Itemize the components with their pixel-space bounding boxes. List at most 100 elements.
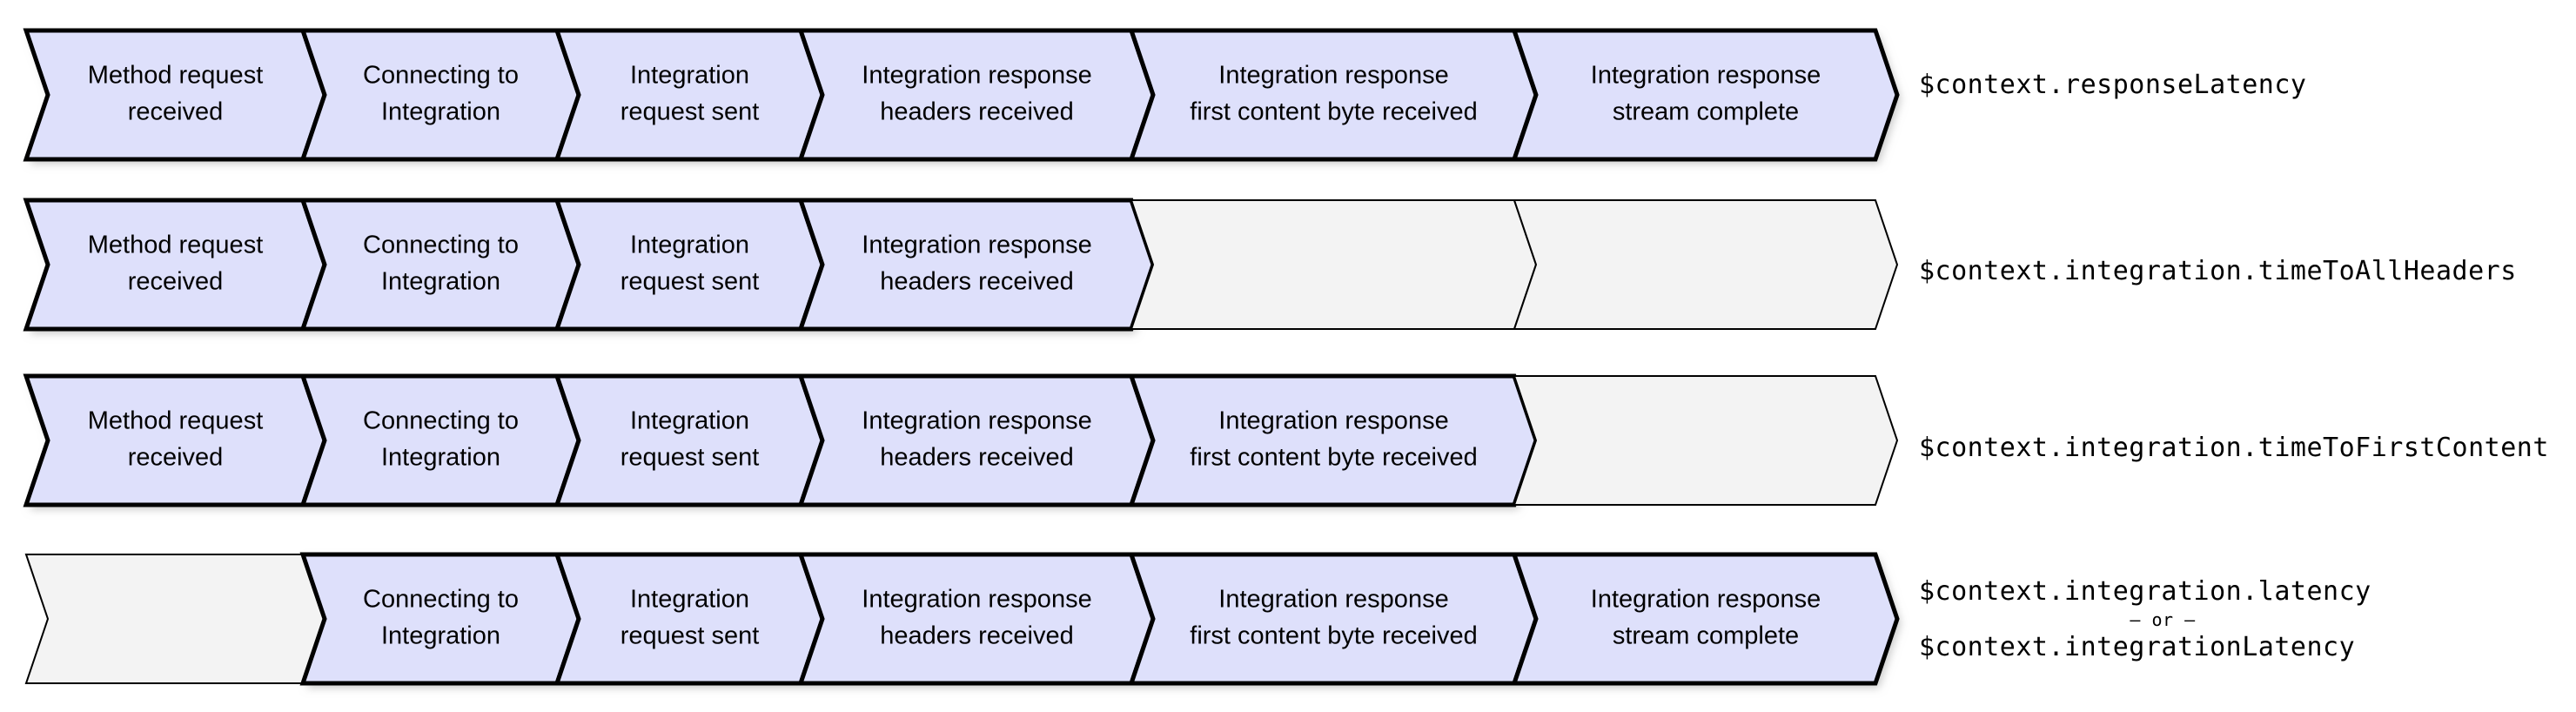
segment-label: first content byte received xyxy=(1190,622,1477,650)
chevron-shape-inactive xyxy=(1513,199,1899,330)
chevron-shape-inactive xyxy=(1513,375,1899,506)
chevron-segment: Method request received xyxy=(23,373,327,507)
chevron-segment: Integration response first content byte r… xyxy=(1128,373,1539,507)
segment-label: Connecting to xyxy=(363,232,519,259)
chevron-shape-active xyxy=(299,552,581,686)
chevron-shape-active xyxy=(553,552,825,686)
segment-label: Integration xyxy=(630,586,749,614)
chevron-segment: Integration request sent xyxy=(553,552,825,686)
context-variable-name: $context.integration.timeToFirstContent xyxy=(1919,433,2549,463)
chevron-shape-active xyxy=(1128,552,1539,686)
chevron-shape-inactive xyxy=(24,554,326,684)
chevron-segment xyxy=(1513,199,1899,330)
chevron-shape-inactive xyxy=(1130,199,1538,330)
chevron-segment: Connecting to Integration xyxy=(299,373,581,507)
chevron-segment: Integration response stream complete xyxy=(1511,552,1900,686)
segment-label: headers received xyxy=(880,98,1073,126)
segment-label: Integration response xyxy=(1591,62,1821,90)
segment-label: headers received xyxy=(880,268,1073,296)
chevron-bar: Method request received Connecting to Integ… xyxy=(23,198,1899,332)
segment-label: first content byte received xyxy=(1190,444,1477,472)
chevron-segment: Integration response first content byte r… xyxy=(1128,552,1539,686)
context-variable-name: $context.integration.timeToAllHeaders xyxy=(1919,256,2517,286)
or-separator: – or – xyxy=(2130,609,2196,630)
chevron-segment xyxy=(1130,199,1538,330)
segment-label: headers received xyxy=(880,622,1073,650)
chevron-segment: Connecting to Integration xyxy=(299,28,581,162)
chevron-shape-active xyxy=(553,198,825,332)
segment-label: Method request xyxy=(88,407,264,435)
chevron-segment: Integration response headers received xyxy=(797,28,1156,162)
chevron-segment: Integration response headers received xyxy=(797,552,1156,686)
chevron-shape-active xyxy=(797,198,1156,332)
segment-label: Integration response xyxy=(1218,407,1448,435)
chevron-segment: Integration request sent xyxy=(553,198,825,332)
chevron-segment: Integration request sent xyxy=(553,373,825,507)
context-variable-name: $context.integrationLatency xyxy=(1919,632,2356,662)
chevron-shape-active xyxy=(1128,28,1539,162)
context-variable-name: $context.integration.latency xyxy=(1919,576,2371,607)
segment-label: Integration xyxy=(381,622,500,650)
context-variable-label: $context.integration.timeToAllHeaders xyxy=(1919,254,2517,289)
chevron-segment: Connecting to Integration xyxy=(299,198,581,332)
segment-label: Integration xyxy=(381,98,500,126)
segment-label: stream complete xyxy=(1613,98,1799,126)
chevron-shape-active xyxy=(797,28,1156,162)
segment-label: received xyxy=(128,268,224,296)
chevron-shape-active xyxy=(1511,28,1900,162)
chevron-segment: Integration request sent xyxy=(553,28,825,162)
segment-label: stream complete xyxy=(1613,622,1799,650)
segment-label: Integration xyxy=(630,407,749,435)
chevron-bar: Connecting toIntegrationIntegrationreque… xyxy=(24,552,1900,686)
segment-label: Integration xyxy=(630,232,749,259)
chevron-shape-active xyxy=(553,28,825,162)
chevron-shape-active xyxy=(299,28,581,162)
chevron-bar: Method request received Connecting to Integ… xyxy=(23,373,1899,507)
chevron-segment: Integration response stream complete xyxy=(1511,28,1900,162)
chevron-shape-active xyxy=(23,198,327,332)
chevron-segment: Integration response headers received xyxy=(797,198,1156,332)
segment-label: Method request xyxy=(88,232,264,259)
chevron-segment xyxy=(24,554,326,684)
segment-label: Connecting to xyxy=(363,407,519,435)
chevron-shape-active xyxy=(797,373,1156,507)
context-variable-name: $context.responseLatency xyxy=(1919,70,2307,100)
context-variable-label: $context.integration.latency– or –$conte… xyxy=(1919,574,2406,665)
segment-label: Integration xyxy=(381,268,500,296)
chevron-segment: Connecting to Integration xyxy=(299,552,581,686)
segment-label: Integration response xyxy=(1591,586,1821,614)
segment-label: request sent xyxy=(621,444,760,472)
segment-label: Integration xyxy=(630,62,749,90)
context-variable-label: $context.responseLatency xyxy=(1919,68,2306,103)
chevron-shape-active xyxy=(299,198,581,332)
chevron-shape-active xyxy=(23,28,327,162)
segment-label: Integration response xyxy=(1218,62,1448,90)
segment-label: first content byte received xyxy=(1190,98,1477,126)
segment-label: request sent xyxy=(621,98,760,126)
chevron-shape-active xyxy=(1511,552,1900,686)
chevron-shape-active xyxy=(553,373,825,507)
chevron-segment: Integration response headers received xyxy=(797,373,1156,507)
segment-label: received xyxy=(128,444,224,472)
chevron-shape-active xyxy=(1128,373,1539,507)
segment-label: Integration response xyxy=(862,586,1091,614)
segment-label: received xyxy=(128,98,224,126)
segment-label: Connecting to xyxy=(363,62,519,90)
segment-label: Integration response xyxy=(862,232,1091,259)
segment-label: request sent xyxy=(621,622,760,650)
segment-label: Integration xyxy=(381,444,500,472)
segment-label: Connecting to xyxy=(363,586,519,614)
context-variable-label: $context.integration.timeToFirstContent xyxy=(1919,431,2549,466)
segment-label: request sent xyxy=(621,268,760,296)
chevron-segment: Integration response first content byte r… xyxy=(1128,28,1539,162)
segment-label: Integration response xyxy=(862,407,1091,435)
segment-label: Integration response xyxy=(1218,586,1448,614)
chevron-shape-active xyxy=(797,552,1156,686)
segment-label: Integration response xyxy=(862,62,1091,90)
chevron-segment: Method request received xyxy=(23,198,327,332)
segment-label: headers received xyxy=(880,444,1073,472)
chevron-segment xyxy=(1513,375,1899,506)
chevron-shape-active xyxy=(299,373,581,507)
